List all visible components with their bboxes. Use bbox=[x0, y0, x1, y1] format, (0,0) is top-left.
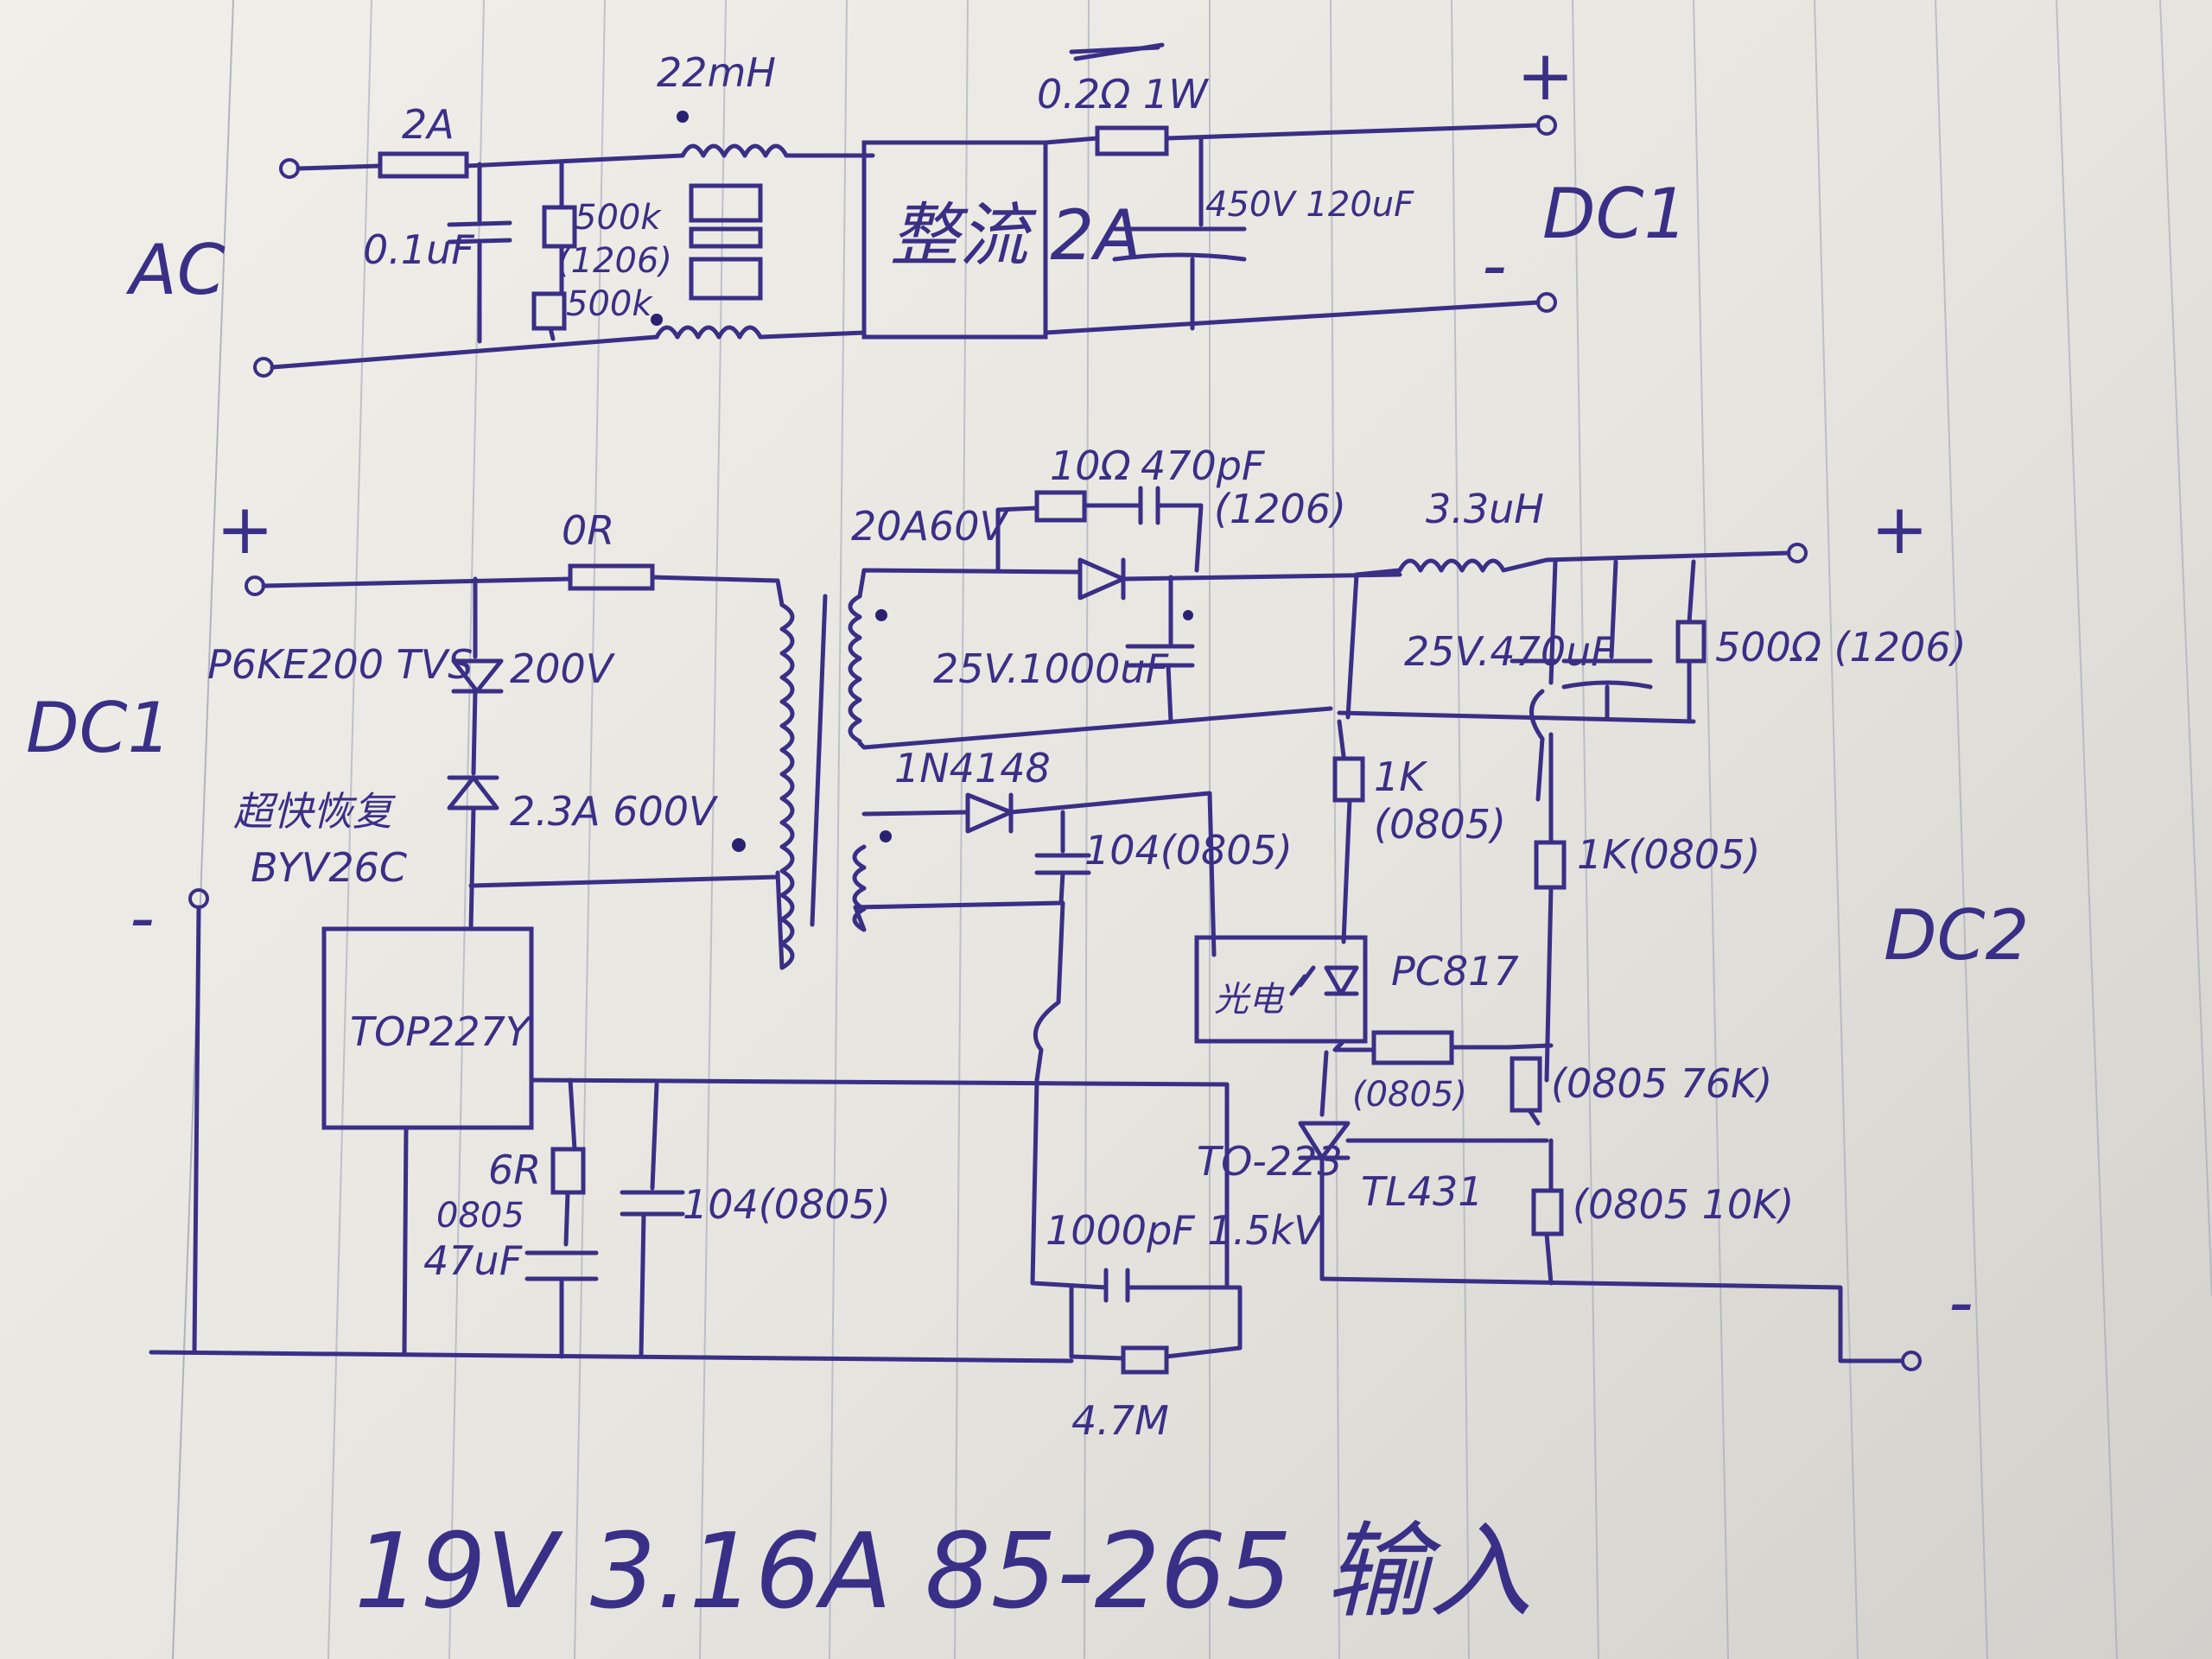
label-minus-mid: - bbox=[130, 878, 155, 958]
label-plus-right: + bbox=[1871, 489, 1929, 569]
label-out-cap2: 25V.470uF bbox=[1404, 628, 1614, 675]
label-res-bleed2: 500k bbox=[566, 284, 653, 324]
label-snub-r: 10Ω bbox=[1050, 442, 1131, 489]
label-tvs-v: 200V bbox=[510, 645, 616, 692]
label-res-pkg2: (0805) bbox=[1352, 1075, 1467, 1115]
fuse bbox=[378, 151, 469, 179]
label-cap-104b: 104(0805) bbox=[683, 1181, 891, 1228]
label-plus-mid: + bbox=[216, 489, 274, 569]
res-4m7 bbox=[1121, 1345, 1169, 1375]
label-snub-pkg: (1206) bbox=[1214, 486, 1346, 532]
label-schottky: 20A60V bbox=[851, 503, 1010, 550]
labels: AC DC1 DC1 DC2 + - + - + - 2A 22mH 0.1uF… bbox=[26, 35, 2029, 1632]
label-bridge: 整流 2A bbox=[890, 195, 1141, 276]
label-diode-1n: 1N4148 bbox=[894, 745, 1051, 791]
pc817-optocoupler bbox=[1194, 935, 1368, 1044]
label-opto-in: 光电 bbox=[1214, 980, 1285, 1020]
label-dc2: DC2 bbox=[1884, 895, 2029, 976]
ruled-lines bbox=[172, 0, 2212, 1659]
label-out-cap1: 25V.1000uF bbox=[933, 645, 1169, 692]
label-shunt: 0.2Ω 1W bbox=[1037, 71, 1209, 118]
label-fuse: 2A bbox=[402, 101, 454, 148]
label-opto: PC817 bbox=[1391, 948, 1519, 995]
label-tl-pkg: TO-223 bbox=[1197, 1138, 1343, 1185]
label-tl431: TL431 bbox=[1361, 1168, 1484, 1215]
label-res-500r: 500Ω (1206) bbox=[1715, 624, 1967, 671]
label-minus-right: - bbox=[1948, 1262, 1974, 1343]
label-bulk-cap: 450V 120uF bbox=[1205, 185, 1414, 225]
label-res-pkg: (1206) bbox=[557, 241, 672, 281]
label-diode-part: BYV26C bbox=[251, 844, 407, 891]
label-res-1k2: 1K(0805) bbox=[1577, 831, 1760, 878]
label-dc1-top: DC1 bbox=[1542, 174, 1688, 254]
label-res-6r: 6R bbox=[488, 1147, 541, 1193]
label-cap-x: 0.1uF bbox=[363, 226, 474, 273]
shunt-resistor bbox=[1095, 125, 1169, 156]
label-res-47m: 4.7M bbox=[1071, 1397, 1169, 1444]
label-cap-47u: 47uF bbox=[423, 1237, 523, 1284]
label-diode-fast: 超快恢复 bbox=[233, 788, 397, 835]
label-res-1k-pkg: (0805) bbox=[1374, 801, 1506, 848]
label-diode-rating: 2.3A 600V bbox=[510, 788, 719, 835]
label-res-1k: 1K bbox=[1374, 753, 1428, 800]
label-title: 19V 3.16A 85-265 输入 bbox=[354, 1512, 1533, 1632]
flyback-stage bbox=[149, 486, 1922, 1375]
label-top: TOP227Y bbox=[350, 1008, 533, 1055]
label-tvs: P6KE200 TVS bbox=[207, 641, 473, 688]
res-0r bbox=[568, 563, 655, 591]
label-inductor: 3.3uH bbox=[1426, 486, 1544, 532]
top227y-ic bbox=[321, 926, 534, 1130]
label-dc1-left: DC1 bbox=[26, 688, 171, 768]
label-res-76k: (0805 76K) bbox=[1551, 1060, 1772, 1107]
label-minus-top: - bbox=[1482, 226, 1507, 306]
label-res-bleed1: 500k bbox=[575, 198, 662, 238]
label-res-10k: (0805 10K) bbox=[1573, 1181, 1794, 1228]
label-cap-y: 1000pF 1.5kV bbox=[1046, 1207, 1324, 1254]
label-choke: 22mH bbox=[657, 49, 776, 96]
label-plus-top: + bbox=[1516, 35, 1574, 116]
label-snub-c: 470pF bbox=[1141, 442, 1265, 489]
label-cap-104a: 104(0805) bbox=[1084, 827, 1293, 874]
ac-input-stage bbox=[253, 42, 1557, 378]
label-res-0r: 0R bbox=[562, 507, 614, 554]
label-ac: AC bbox=[125, 230, 226, 310]
label-res-6r-pkg: 0805 bbox=[436, 1196, 524, 1236]
